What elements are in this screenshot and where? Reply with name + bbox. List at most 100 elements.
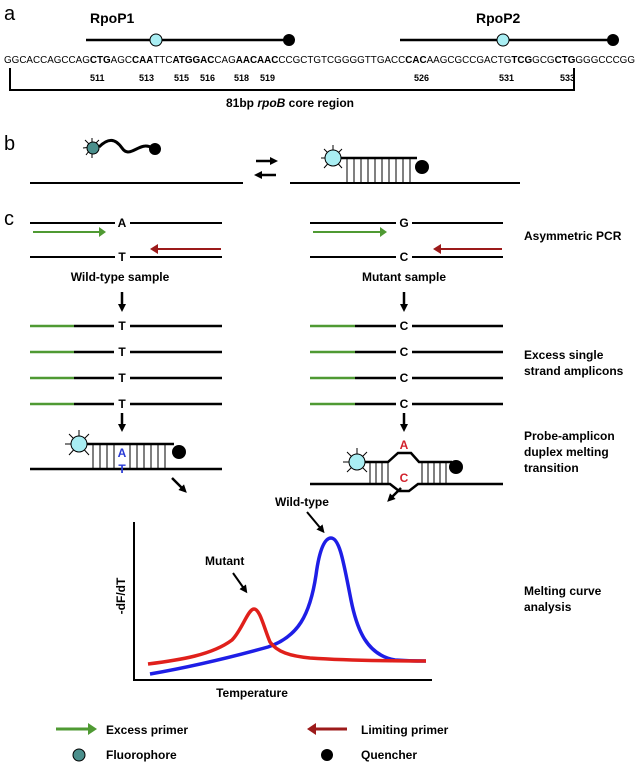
- step-excess-line1: Excess single: [524, 348, 604, 362]
- limiting-primer-arrowhead: [433, 244, 441, 254]
- amplicon-base: T: [118, 397, 126, 411]
- wt-duplex-top-base: A: [118, 446, 127, 460]
- codon-bold-segment: TCG: [511, 54, 532, 66]
- amplicon-base: C: [400, 397, 409, 411]
- wt-bottom-base: T: [118, 250, 126, 264]
- fluorophore-icon: [149, 33, 163, 47]
- codon-bold-segment: CAC: [405, 54, 427, 66]
- mut-amplicons: C C C C: [310, 319, 503, 411]
- quencher-icon: [449, 460, 463, 474]
- quencher-icon: [149, 143, 161, 155]
- diagonal-arrow: [171, 477, 187, 493]
- limiting-primer-arrowhead: [150, 244, 158, 254]
- chart-xlabel: Temperature: [216, 686, 288, 700]
- wildtype-curve-label: Wild-type: [275, 495, 329, 509]
- sequence-segment: TTC: [153, 54, 173, 66]
- sequence-segment: CCGCTGTCGGGGTTGACC: [278, 54, 405, 66]
- probe2-label: RpoP2: [476, 10, 521, 26]
- melting-curve-chart: -dF/dT Temperature Mutant Wild-type: [114, 495, 432, 700]
- sequence-segment: AAGCGCCGACTG: [427, 54, 512, 66]
- step-melting-line1: Melting curve: [524, 584, 602, 598]
- wt-probe-duplex: [65, 430, 186, 469]
- codon-number: 516: [200, 73, 215, 83]
- amplicon-base: C: [400, 371, 409, 385]
- quencher-icon: [321, 749, 333, 761]
- core-region-bracket: [9, 68, 575, 91]
- amplicon-base: T: [118, 319, 126, 333]
- excess-primer-arrowhead: [99, 227, 106, 237]
- amplicon-base: C: [400, 319, 409, 333]
- fluorophore-icon: [496, 33, 510, 47]
- core-region-label: 81bp rpoB core region: [226, 96, 354, 110]
- amplicon-base: T: [118, 345, 126, 359]
- panel-a-letter: a: [4, 3, 16, 25]
- codon-bold-segment: CAA: [132, 54, 154, 66]
- amplicon-base: C: [400, 345, 409, 359]
- hybridized-probe: [321, 145, 429, 183]
- chart-ylabel: -dF/dT: [114, 577, 128, 614]
- quencher-icon: [283, 34, 295, 46]
- codon-number: 513: [139, 73, 154, 83]
- amplicon-base: T: [118, 371, 126, 385]
- sequence-segment: GCG: [532, 54, 554, 66]
- fluorophore-icon: [86, 141, 100, 155]
- legend-excess-primer: Excess primer: [106, 723, 188, 737]
- legend-fluorophore: Fluorophore: [106, 748, 177, 762]
- random-coil-probe: [82, 138, 161, 158]
- fluorophore-icon: [70, 435, 88, 453]
- wt-amplicons: T T T T: [30, 319, 222, 411]
- mutant-curve: [147, 607, 427, 666]
- mut-bottom-base: C: [400, 250, 409, 264]
- diagonal-arrow: [387, 487, 402, 502]
- wt-sample-label: Wild-type sample: [71, 270, 170, 284]
- panel-b-letter: b: [4, 133, 15, 155]
- quencher-icon: [415, 160, 429, 174]
- fluorophore-icon: [72, 748, 86, 762]
- legend-limiting-primer: Limiting primer: [361, 723, 449, 737]
- step-duplex-line2: duplex melting: [524, 445, 609, 459]
- codon-bold-segment: CTG: [555, 54, 576, 66]
- codon-bold-segment: AACAAC: [236, 54, 279, 66]
- codon-bold-segment: CTG: [90, 54, 111, 66]
- excess-primer-arrowhead: [380, 227, 387, 237]
- mutant-pointer-arrow: [232, 572, 248, 594]
- mut-probe-duplex: [343, 448, 463, 484]
- wt-duplex-bottom-base: T: [118, 462, 126, 476]
- chart-axes: [133, 522, 432, 681]
- mut-target-strand: [310, 482, 503, 493]
- codon-number: 533: [560, 73, 575, 83]
- step-duplex-line1: Probe-amplicon: [524, 429, 615, 443]
- step-excess-line2: strand amplicons: [524, 364, 624, 378]
- mut-sample-label: Mutant sample: [362, 270, 446, 284]
- codon-bold-segment: ATGGAC: [172, 54, 214, 66]
- wildtype-curve: [149, 536, 427, 676]
- mut-duplex-bottom-base: C: [400, 471, 409, 485]
- quencher-icon: [172, 445, 186, 459]
- step-asymmetric-pcr: Asymmetric PCR: [524, 229, 622, 243]
- mutant-curve-label: Mutant: [205, 554, 244, 568]
- limiting-primer-legend-head: [307, 723, 316, 735]
- codon-number: 526: [414, 73, 429, 83]
- codon-number: 519: [260, 73, 275, 83]
- wildtype-pointer-arrow: [306, 511, 325, 534]
- probe1-label: RpoP1: [90, 10, 135, 26]
- wt-top-base: A: [118, 216, 127, 230]
- sequence-segment: CAG: [214, 54, 235, 66]
- codon-number: 511: [90, 73, 105, 83]
- fluorophore-icon: [348, 453, 366, 471]
- codon-number: 515: [174, 73, 189, 83]
- mut-duplex-top-base: A: [400, 438, 409, 452]
- excess-primer-legend-head: [88, 723, 97, 735]
- mut-top-base: G: [399, 216, 408, 230]
- sequence-segment: GGGCCCGG: [575, 54, 635, 66]
- step-duplex-line3: transition: [524, 461, 579, 475]
- panel-c-letter: c: [4, 208, 14, 230]
- codon-number: 518: [234, 73, 249, 83]
- fluorophore-icon: [324, 149, 342, 167]
- quencher-icon: [607, 34, 619, 46]
- rpob-sequence: GGCACCAGCCAGCTGAGCCAATTCATGGACCAGAACAACC…: [4, 54, 635, 66]
- legend: Excess primer Limiting primer Fluorophor…: [56, 723, 449, 762]
- legend-quencher: Quencher: [361, 748, 417, 762]
